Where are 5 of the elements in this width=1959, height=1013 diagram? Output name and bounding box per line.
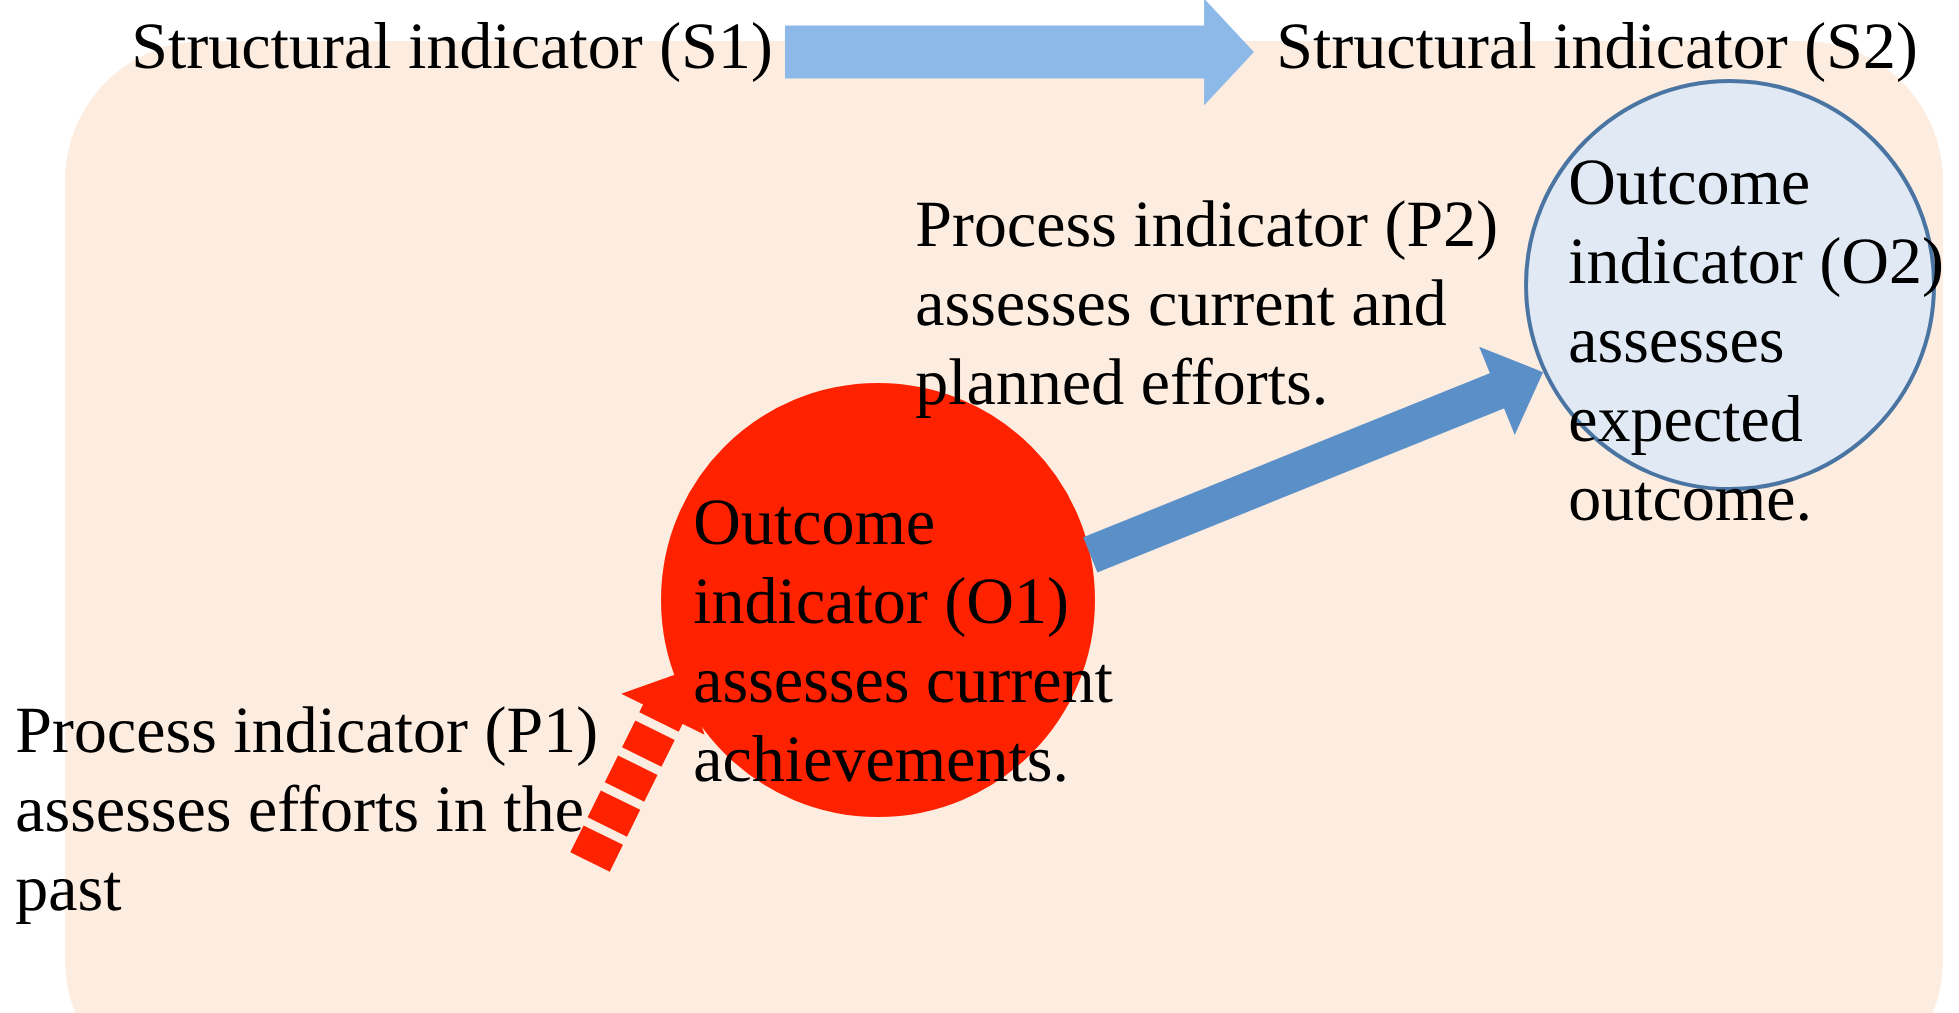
indicator-label: Structural indicator (S2) [1280, 22, 1915, 82]
edge-label: Process indicator (P2) assesses current and planned efforts. [916, 200, 1496, 419]
indicator-label: Structural indicator (S1) [135, 22, 770, 82]
indicator-label: Process indicator (P1) assesses efforts in the past [16, 706, 596, 925]
node-label: outcome. [1570, 482, 1808, 521]
